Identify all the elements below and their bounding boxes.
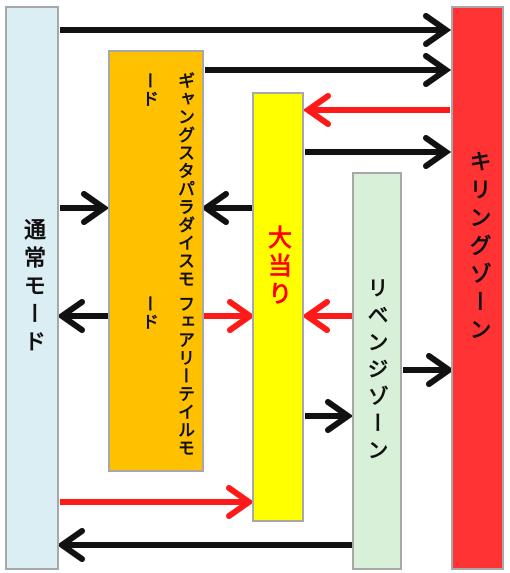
revenge-zone-label: リベンジゾーン	[365, 276, 389, 466]
arrow-head	[81, 191, 110, 225]
fairy-tale-mode-label: フェアリーテイルモード	[138, 294, 194, 457]
arrow-revenge-to-big_win	[301, 299, 352, 333]
arrow-head	[226, 485, 255, 519]
arrow-head	[200, 191, 229, 225]
arrow-gang-to-killing	[205, 53, 452, 87]
big-win-box: 大当り	[252, 92, 304, 522]
arrow-revenge-to-normal	[56, 528, 352, 562]
killing-zone-label: キリングゾーン	[465, 150, 491, 346]
arrow-head	[423, 135, 452, 169]
gang-fairy-mode-box: ギャングスタパラダイスモード フェアリーテイルモード	[108, 50, 204, 472]
arrow-big_win-to-gang	[200, 191, 252, 225]
gang-fairy-mode-labels: ギャングスタパラダイスモード フェアリーテイルモード	[110, 52, 202, 470]
arrow-head	[56, 528, 85, 562]
arrow-gang-to-big_win	[204, 299, 256, 333]
arrow-big_win-to-killing	[305, 135, 452, 169]
arrow-head	[426, 353, 455, 387]
arrow-big_win-to-revenge	[305, 399, 354, 433]
normal-mode-box: 通常モード	[5, 6, 59, 570]
arrow-normal-to-big_win	[60, 485, 255, 519]
arrow-head	[423, 53, 452, 87]
gangsta-paradise-mode-label: ギャングスタパラダイスモード	[138, 72, 194, 288]
big-win-label: 大当り	[263, 225, 292, 309]
killing-zone-box: キリングゾーン	[451, 6, 504, 570]
arrow-head	[302, 93, 331, 127]
arrow-head	[56, 299, 85, 333]
normal-mode-label: 通常モード	[20, 218, 45, 358]
arrow-normal-to-killing	[60, 13, 452, 47]
arrow-revenge-to-killing	[403, 353, 455, 387]
arrow-gang-to-normal	[56, 299, 108, 333]
arrow-killing-to-big_win	[302, 93, 450, 127]
arrow-head	[227, 299, 256, 333]
arrow-head	[423, 13, 452, 47]
arrow-normal-to-gang	[60, 191, 110, 225]
revenge-zone-box: リベンジゾーン	[352, 172, 402, 570]
arrow-head	[325, 399, 354, 433]
arrow-head	[301, 299, 330, 333]
